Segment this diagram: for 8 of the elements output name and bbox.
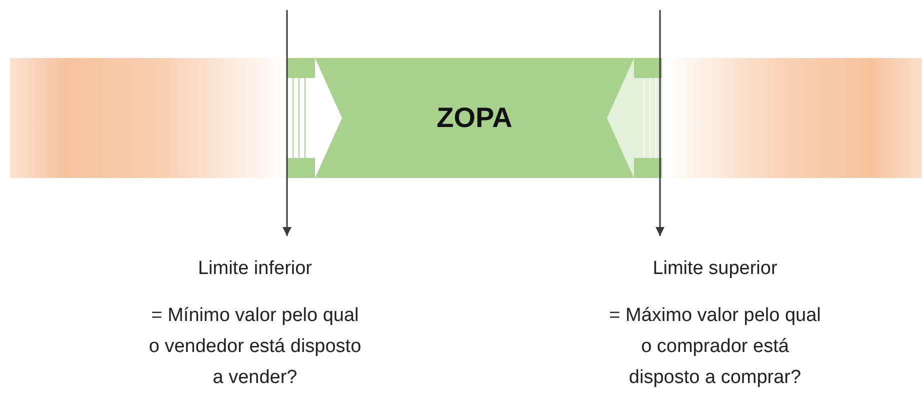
zone-label: ZOPA bbox=[436, 102, 512, 134]
limit-description: = Mínimo valor pelo qual o vendedor está disposto a vender? bbox=[148, 304, 362, 390]
arrow bbox=[282, 10, 292, 236]
zone-band bbox=[287, 58, 662, 178]
limit-heading: Limite inferior bbox=[198, 258, 312, 280]
limit-description: = Máximo valor pelo qual o comprador está disposto a comprar? bbox=[608, 304, 822, 390]
limit-heading: Limite superior bbox=[652, 258, 778, 280]
arrow bbox=[656, 10, 664, 236]
